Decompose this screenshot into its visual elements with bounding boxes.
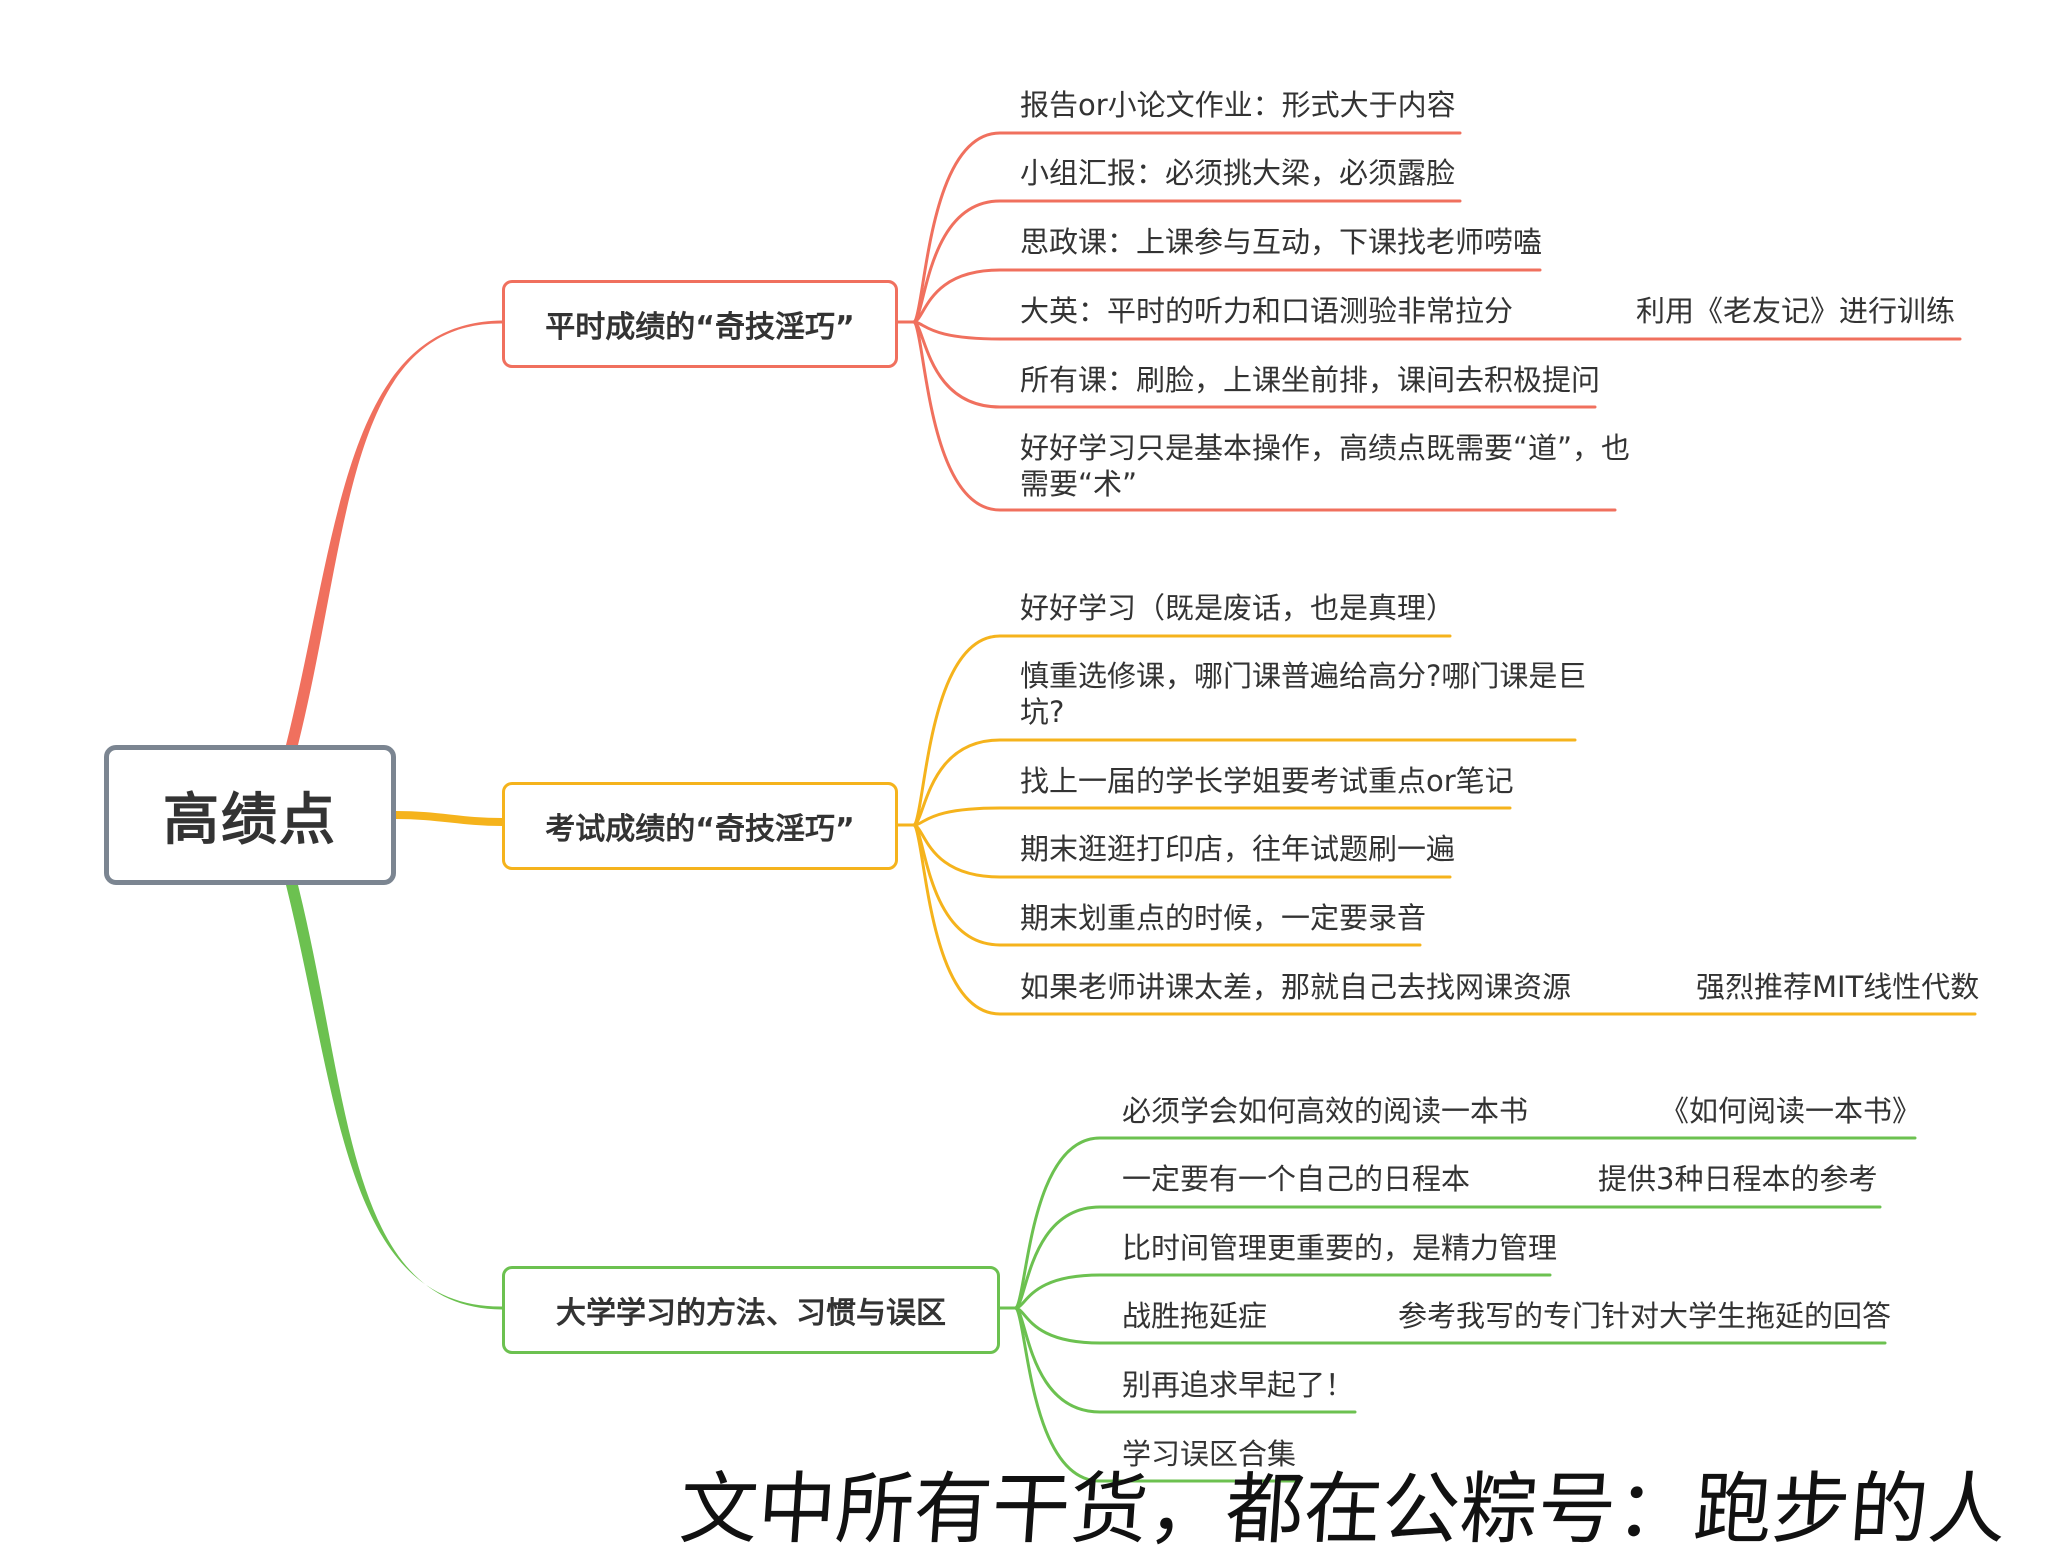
leaf-dao-and-shu[interactable]: 好好学习只是基本操作，高绩点既需要“道”，也 <box>1020 431 1631 465</box>
note-planner-references[interactable]: 提供3种日程本的参考 <box>1598 1162 1878 1196</box>
leaf-college-english[interactable]: 大英：平时的听力和口语测验非常拉分 <box>1020 294 1514 328</box>
note-how-to-read-a-book[interactable]: 《如何阅读一本书》 <box>1660 1094 1922 1128</box>
leaf-study-pitfalls[interactable]: 学习误区合集 <box>1122 1437 1297 1471</box>
branch-exam-grades[interactable]: 考试成绩的“奇技淫巧” <box>502 782 898 870</box>
branch-regular-grades[interactable]: 平时成绩的“奇技淫巧” <box>502 280 898 368</box>
leaf-procrastination[interactable]: 战胜拖延症 <box>1122 1299 1268 1333</box>
branch-0-leaf-5-line <box>896 320 1617 512</box>
leaf-group-presentation[interactable]: 小组汇报：必须挑大梁，必须露脸 <box>1020 156 1456 190</box>
leaf-read-a-book[interactable]: 必须学会如何高效的阅读一本书 <box>1122 1094 1529 1128</box>
leaf-politics-class[interactable]: 思政课：上课参与互动，下课找老师唠嗑 <box>1020 225 1543 259</box>
note-procrastination-answer[interactable]: 参考我写的专门针对大学生拖延的回答 <box>1398 1299 1892 1333</box>
root-link-2 <box>286 885 502 1310</box>
branch-study-methods[interactable]: 大学学习的方法、习惯与误区 <box>502 1266 1000 1354</box>
leaf-all-courses[interactable]: 所有课：刷脸，上课坐前排，课间去积极提问 <box>1020 363 1601 397</box>
root-topic[interactable]: 高绩点 <box>104 745 396 885</box>
root-link-0 <box>286 320 502 745</box>
branch-2-leaf-5-line <box>998 1306 1302 1483</box>
leaf-print-shop[interactable]: 期末逛逛打印店，往年试题刷一遍 <box>1020 832 1456 866</box>
leaf-study-hard[interactable]: 好好学习（既是废话，也是真理） <box>1020 591 1456 625</box>
root-link-1 <box>392 811 506 826</box>
note-mit-linear-algebra[interactable]: 强烈推荐MIT线性代数 <box>1696 970 1980 1004</box>
leaf-online-courses[interactable]: 如果老师讲课太差，那就自己去找网课资源 <box>1020 970 1572 1004</box>
leaf-energy-management[interactable]: 比时间管理更重要的，是精力管理 <box>1122 1231 1558 1265</box>
leaf-choose-electives-line2[interactable]: 坑? <box>1020 695 1065 729</box>
leaf-early-rising[interactable]: 别再追求早起了！ <box>1122 1368 1355 1402</box>
leaf-ask-seniors[interactable]: 找上一届的学长学姐要考试重点or笔记 <box>1020 764 1514 798</box>
branch-1-leaf-5-line <box>896 823 1977 1016</box>
leaf-report-essay[interactable]: 报告or小论文作业：形式大于内容 <box>1020 88 1456 122</box>
leaf-choose-electives[interactable]: 慎重选修课，哪门课普遍给高分?哪门课是巨 <box>1020 659 1587 693</box>
leaf-planner[interactable]: 一定要有一个自己的日程本 <box>1122 1162 1471 1196</box>
leaf-dao-and-shu-line2[interactable]: 需要“术” <box>1020 467 1138 501</box>
leaf-record-review[interactable]: 期末划重点的时候，一定要录音 <box>1020 901 1427 935</box>
handwritten-banner: 文中所有干货，都在公粽号：跑步的人 <box>676 1465 2010 1555</box>
note-friends-training[interactable]: 利用《老友记》进行训练 <box>1636 294 1956 328</box>
branch-1-leaf-2-line <box>896 806 1512 827</box>
